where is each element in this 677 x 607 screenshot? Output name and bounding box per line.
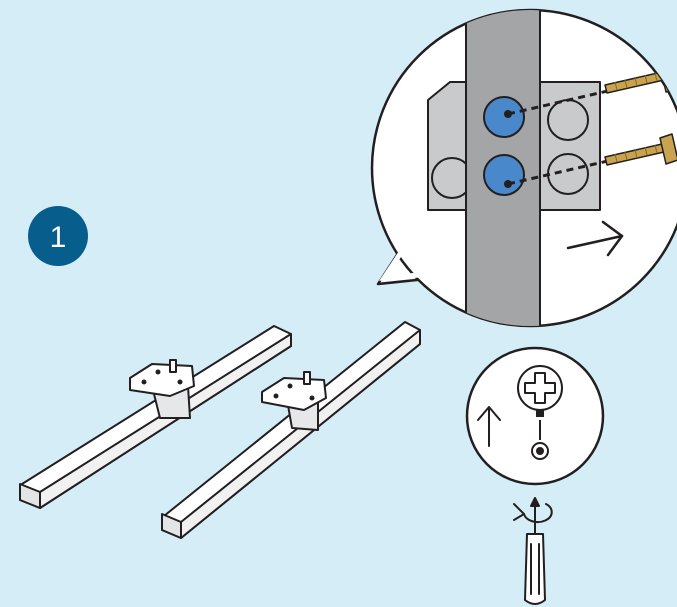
screw-hole-highlight [483, 96, 525, 138]
up-arrow-icon [477, 406, 501, 447]
stand-foot [161, 321, 421, 539]
stand-foot [19, 325, 292, 509]
screw-guide-line [507, 158, 613, 186]
screw-detail-callout [465, 346, 605, 486]
zoom-callout [370, 8, 677, 328]
screw [604, 133, 677, 166]
right-arrow-icon [566, 220, 624, 257]
step-number: 1 [50, 221, 67, 254]
screw-guide-line [507, 88, 613, 116]
step-badge: 1 [28, 206, 88, 266]
rotate-counterclockwise-icon [523, 503, 553, 524]
screw-hole-highlight [483, 154, 525, 196]
screwdriver-icon [513, 497, 553, 605]
phillips-screw-head-icon [517, 365, 563, 417]
